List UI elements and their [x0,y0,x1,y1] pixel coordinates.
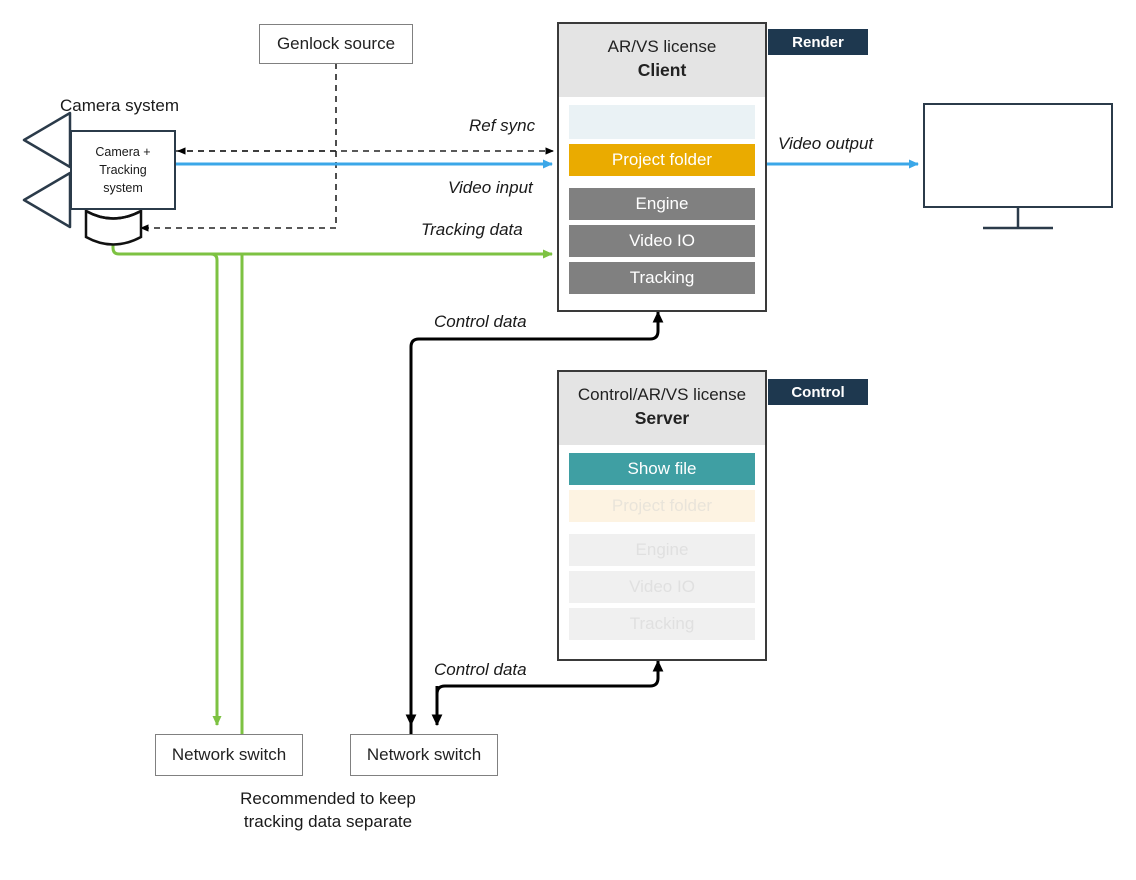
server-slot-video-io[interactable]: Video IO [569,570,755,603]
client-slot-list: Project folder Engine Video IO Tracking [559,97,765,302]
ref-sync-label: Ref sync [469,116,536,135]
tracking-trunk-left [111,218,242,256]
note-line-1: Recommended to keep [240,789,416,808]
video-input-label: Video input [448,178,533,197]
client-card-header: AR/VS license Client [559,24,765,97]
camera-body[interactable]: Camera + Tracking system [70,130,176,210]
network-switch-control-label: Network switch [366,745,482,764]
camera-lens-lower-icon [22,171,72,229]
client-card[interactable]: AR/VS license Client Project folder Engi… [557,22,767,312]
tracking-sensor-top-icon [85,209,142,220]
camera-line-3: system [103,181,143,196]
control-data-top-label: Control data [434,312,527,331]
camera-body-text: Camera + Tracking system [95,143,150,197]
render-badge: Render [768,29,868,55]
tracking-separation-note: Recommended to keep tracking data separa… [128,788,528,834]
client-slot-empty[interactable] [569,104,755,139]
client-license-label: AR/VS license [607,37,717,56]
server-card-header: Control/AR/VS license Server [559,372,765,445]
client-slot-tracking[interactable]: Tracking [569,261,755,294]
video-output-label: Video output [778,134,874,153]
client-role-label: Client [637,59,687,80]
server-slot-show-file[interactable]: Show file [569,452,755,485]
client-slot-video-io[interactable]: Video IO [569,224,755,257]
client-slot-project-folder[interactable]: Project folder [569,143,755,176]
control-data-bottom-label: Control data [434,660,527,679]
server-slot-engine[interactable]: Engine [569,533,755,566]
server-slot-tracking[interactable]: Tracking [569,607,755,640]
server-card[interactable]: Control/AR/VS license Server Show file P… [557,370,767,661]
camera-system-label: Camera system [60,96,180,115]
genlock-source-box[interactable]: Genlock source [259,24,413,64]
server-slot-list: Show file Project folder Engine Video IO… [559,445,765,648]
control-badge: Control [768,379,868,405]
client-slot-engine[interactable]: Engine [569,187,755,220]
server-slot-project-folder[interactable]: Project folder [569,489,755,522]
camera-lens-upper-icon [22,111,72,169]
genlock-source-label: Genlock source [276,34,396,53]
camera-line-1: Camera + [95,144,151,159]
server-license-label: Control/AR/VS license [577,385,747,404]
network-switch-tracking-label: Network switch [171,745,287,764]
network-switch-tracking[interactable]: Network switch [155,734,303,776]
display-monitor [923,103,1113,208]
note-line-2: tracking data separate [243,811,413,831]
camera-line-2: Tracking [99,162,147,177]
server-role-label: Server [634,407,690,428]
tracking-sensor-icon [84,208,143,246]
tracking-data-label: Tracking data [421,220,523,239]
network-switch-control[interactable]: Network switch [350,734,498,776]
tracking-data-to-switch [119,252,217,725]
